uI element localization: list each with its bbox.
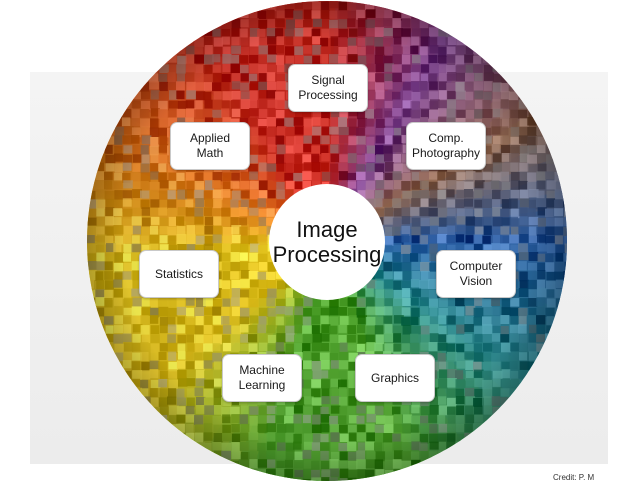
node-comp-photography: Comp. Photography [406,122,486,170]
photo-tile [393,1,404,10]
node-machine-learning: Machine Learning [222,354,302,402]
photo-tile [113,109,123,119]
photo-tile [222,460,231,470]
photo-tile [555,315,564,324]
photo-tile [87,307,97,317]
image-processing-center: Image Processing [269,184,385,300]
photo-tile [122,379,131,390]
photo-tile [87,171,96,180]
photo-tile [203,451,213,461]
photo-tile [95,145,104,156]
photo-tile [564,261,567,271]
photo-tile [420,460,430,469]
photo-tile [131,81,141,91]
photo-tile [465,37,475,47]
photo-tile [555,163,565,173]
photo-tile [230,9,240,20]
node-statistics: Statistics [139,250,219,298]
photo-tile [167,45,177,54]
photo-tile [357,479,367,481]
photo-tile [564,190,567,199]
photo-tile [365,477,376,481]
photo-tile [402,468,412,478]
photo-tile [285,477,295,481]
photo-tile [545,135,556,145]
photo-tile [528,370,538,380]
photo-tile [212,18,221,27]
credit-text: Credit: P. M [553,473,595,482]
node-signal-processing: Signal Processing [288,64,368,112]
photo-tile [276,477,285,481]
photo-tile [149,64,158,74]
photo-tile [158,54,168,64]
photo-tile [563,280,567,290]
node-applied-math: Applied Math [170,122,250,170]
node-computer-vision: Computer Vision [436,250,516,298]
node-graphics: Graphics [355,354,435,402]
